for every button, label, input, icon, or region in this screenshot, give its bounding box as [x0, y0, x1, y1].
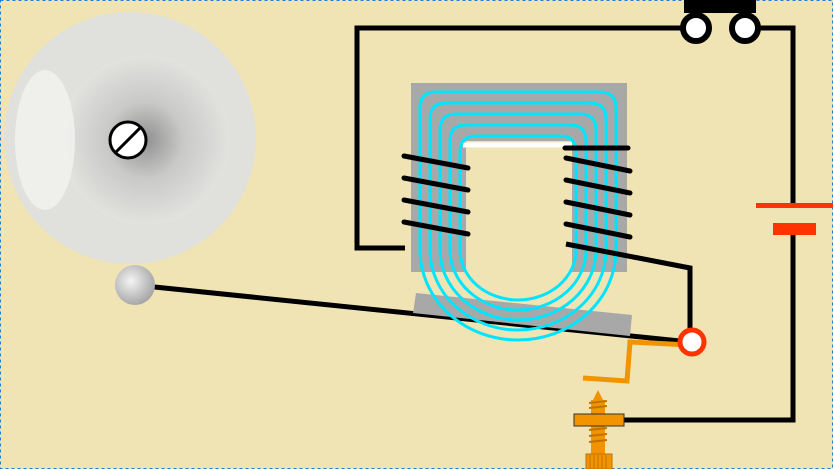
coil-icon — [401, 145, 633, 240]
field-line — [448, 123, 588, 312]
magnetic-field-lines — [418, 90, 618, 342]
bell-screw-icon — [108, 120, 148, 160]
coil-turn — [401, 219, 471, 237]
contact-spring — [582, 339, 691, 384]
field-line — [438, 112, 598, 322]
wire-icon — [354, 25, 796, 423]
coil-turn — [401, 175, 471, 193]
coil-turn — [401, 197, 471, 215]
field-line — [458, 134, 578, 302]
field-line — [428, 101, 608, 332]
coil-turn — [563, 177, 633, 196]
coil-turn — [563, 221, 633, 240]
field-line — [418, 90, 618, 342]
hammer-ball-icon — [115, 265, 155, 305]
contact-screw-icon — [573, 390, 625, 469]
contact-point-icon — [677, 327, 707, 357]
push-switch-icon[interactable] — [680, 0, 761, 44]
coil-turn — [563, 199, 633, 218]
coil-turn — [563, 155, 633, 174]
battery-icon — [756, 203, 833, 235]
coil-turn — [401, 153, 471, 171]
